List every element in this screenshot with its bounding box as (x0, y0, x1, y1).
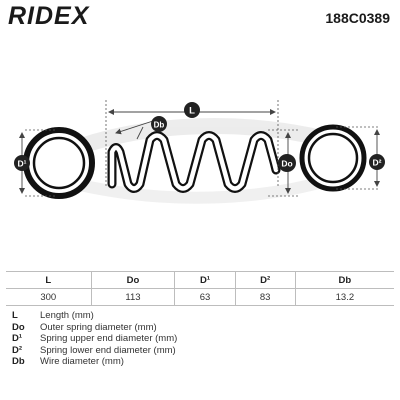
legend-item: D¹ Spring upper end diameter (mm) (12, 333, 177, 345)
legend-key: D² (12, 344, 23, 356)
svg-text:Do: Do (281, 159, 292, 169)
legend-item: D² Spring lower end diameter (mm) (12, 345, 177, 357)
header-wire-diameter: Db (295, 271, 394, 289)
header-upper-diameter: D¹ (174, 271, 236, 289)
legend-key: D¹ (12, 333, 23, 345)
label-upper: D¹ (14, 155, 30, 171)
legend-key: Db (12, 356, 25, 368)
legend: L Length (mm) Do Outer spring diameter (mm… (12, 310, 177, 368)
svg-text:D²: D² (373, 158, 382, 168)
spring-coils (107, 131, 281, 193)
value-outer-diameter: 113 (91, 288, 176, 306)
legend-text: Outer spring diameter (mm) (40, 321, 157, 333)
svg-text:D¹: D¹ (18, 159, 27, 169)
value-length: 300 (6, 288, 92, 306)
legend-item: Db Wire diameter (mm) (12, 356, 177, 368)
label-wire: Db (151, 116, 167, 132)
value-upper-diameter: 63 (174, 288, 236, 306)
header-length: L (6, 271, 92, 289)
spec-table: L Do D¹ D² Db 300 113 63 83 13.2 (6, 271, 394, 306)
brand-logo: RIDEX (8, 2, 90, 30)
legend-key: L (12, 310, 18, 321)
header-outer-diameter: Do (91, 271, 176, 289)
spec-value-row: 300 113 63 83 13.2 (6, 288, 394, 306)
header: RIDEX 188C0389 (0, 0, 400, 40)
upper-end-ring (23, 127, 95, 199)
watermark-swoosh (62, 118, 338, 204)
label-outer: Do (278, 154, 296, 172)
value-lower-diameter: 83 (235, 288, 296, 306)
legend-item: L Length (mm) (12, 310, 177, 322)
label-length: L (184, 102, 200, 118)
header-lower-diameter: D² (235, 271, 296, 289)
part-number: 188C0389 (325, 10, 390, 26)
legend-text: Length (mm) (40, 310, 94, 321)
svg-text:L: L (189, 106, 195, 117)
svg-text:Db: Db (154, 121, 165, 130)
spec-header-row: L Do D¹ D² Db (6, 271, 394, 289)
legend-text: Spring lower end diameter (mm) (40, 344, 176, 356)
label-lower: D² (369, 154, 385, 170)
legend-text: Wire diameter (mm) (40, 356, 124, 368)
lower-end-ring (299, 124, 367, 192)
legend-text: Spring upper end diameter (mm) (40, 333, 178, 345)
value-wire-diameter: 13.2 (295, 288, 394, 306)
legend-key: Do (12, 321, 25, 333)
legend-item: Do Outer spring diameter (mm) (12, 322, 177, 334)
spring-diagram: L Db Do D¹ D² (14, 100, 385, 204)
wire-diameter-dimension (115, 119, 157, 140)
